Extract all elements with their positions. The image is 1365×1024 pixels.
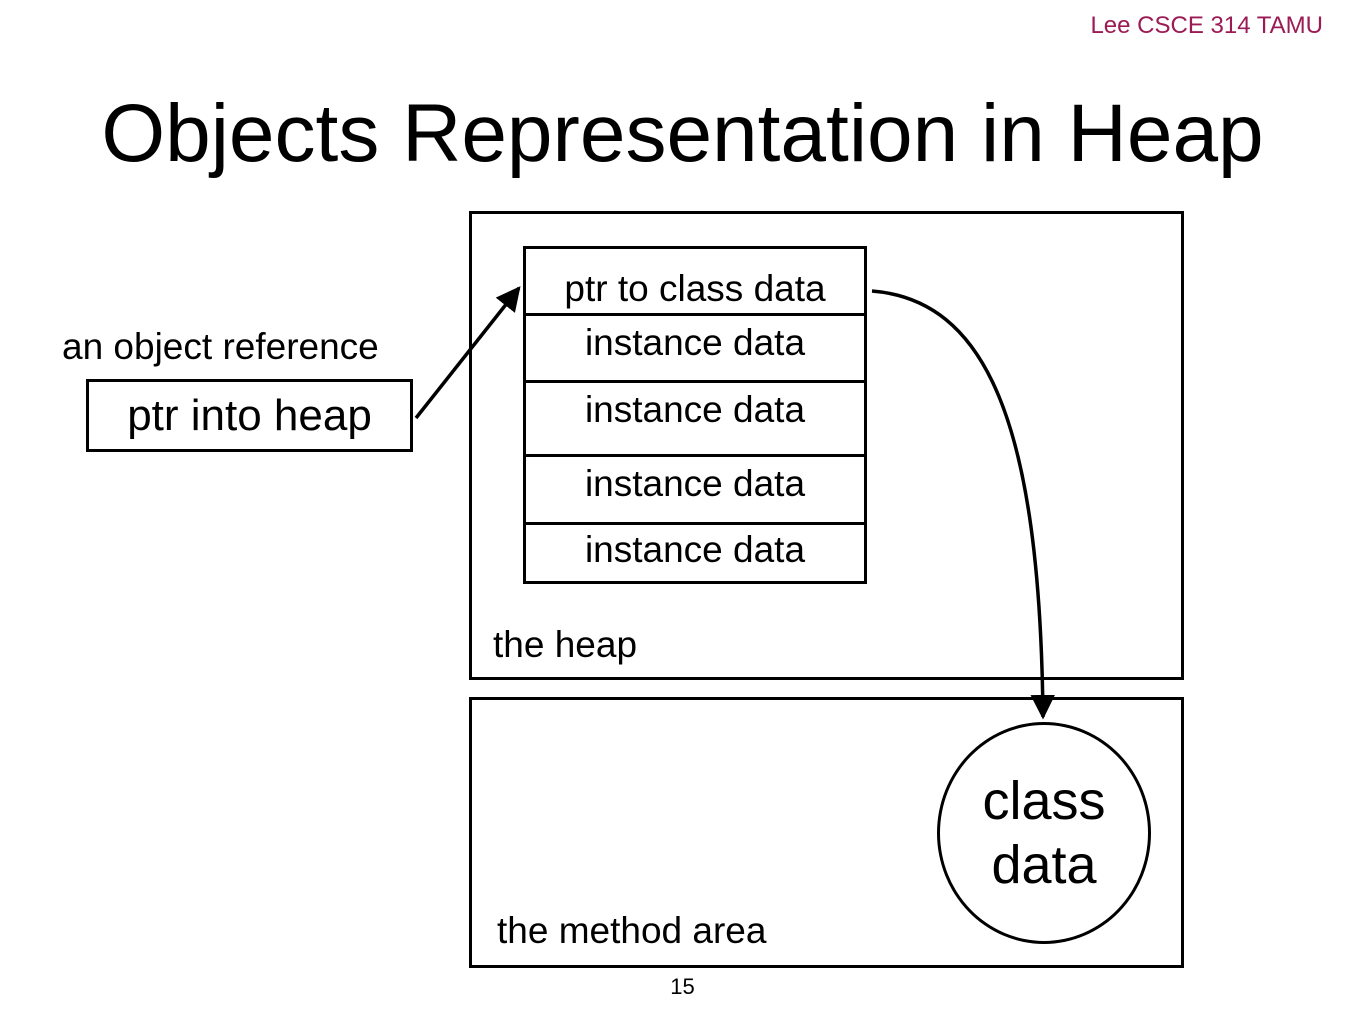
class-pointer-arrow: [871, 289, 1056, 720]
class-pointer-cell: ptr to class data: [526, 249, 864, 316]
object-reference-box: ptr into heap: [86, 379, 413, 452]
class-data-node: class data: [937, 722, 1151, 944]
instance-data-cell: instance data: [584, 529, 806, 570]
heap-object: ptr to class data instance data instance…: [523, 246, 867, 584]
course-label: Lee CSCE 314 TAMU: [1090, 12, 1323, 39]
heap-label: the heap: [493, 624, 638, 665]
reference-arrow: [414, 286, 521, 420]
instance-data-cell: instance data: [526, 383, 864, 457]
instance-data-cell: instance data: [526, 457, 864, 525]
page-number: 15: [670, 974, 695, 999]
instance-data-cell: instance data: [526, 316, 864, 383]
slide-title: Objects Representation in Heap: [101, 88, 1264, 179]
method-area-label: the method area: [497, 910, 767, 951]
object-reference-label: an object reference: [62, 326, 379, 367]
